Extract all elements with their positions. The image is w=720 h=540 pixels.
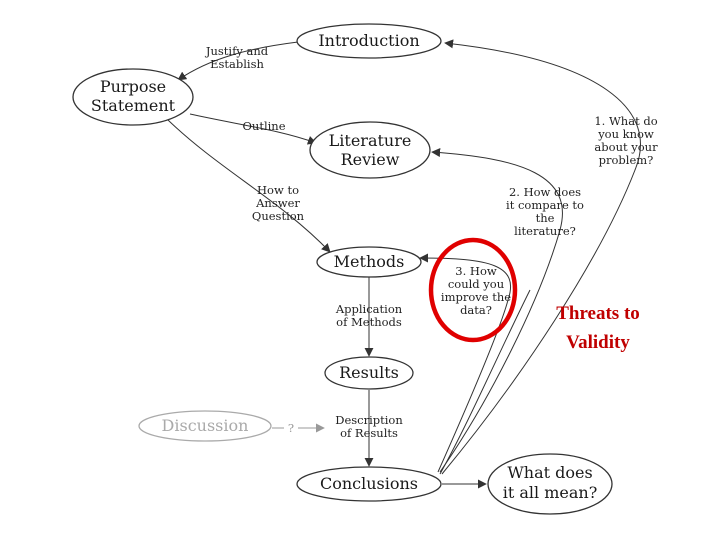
label-question-mark: ? <box>288 421 294 435</box>
label-q2-line-4: literature? <box>514 224 576 238</box>
node-methods-label: Methods <box>334 252 405 271</box>
node-purpose-label-2: Statement <box>91 96 176 115</box>
label-q3-line-2: could you <box>448 277 504 291</box>
label-outline: Outline <box>242 119 285 133</box>
node-literature-review: Literature Review <box>309 121 431 179</box>
label-application-line-2: of Methods <box>336 315 402 329</box>
node-introduction-label: Introduction <box>318 31 419 50</box>
label-q2-line-1: 2. How does <box>509 185 581 199</box>
label-how-to-answer-question: How to Answer Question <box>252 183 305 223</box>
callout-threats-to-validity: Threats to Validity <box>556 303 640 353</box>
node-purpose-statement: Purpose Statement <box>72 68 194 126</box>
node-conclusions-label: Conclusions <box>320 474 418 493</box>
label-q1-line-1: 1. What do <box>594 114 657 128</box>
label-q1-line-2: you know <box>597 127 654 141</box>
node-what-does-it-all-mean: What does it all mean? <box>487 453 613 515</box>
label-question-2: 2. How does it compare to the literature… <box>506 185 584 238</box>
label-description-of-results: Description of Results <box>335 413 403 440</box>
label-how-line-3: Question <box>252 209 305 223</box>
label-justify-line-2: Establish <box>210 57 264 71</box>
edge-conclusions-to-introduction <box>441 39 641 475</box>
node-methods: Methods <box>316 246 422 278</box>
label-how-line-2: Answer <box>255 196 300 210</box>
edge-purpose-to-methods <box>167 119 331 253</box>
node-literature-label-1: Literature <box>329 131 412 150</box>
label-question-3: 3. How could you improve the data? <box>441 264 511 317</box>
label-application-of-methods: Application of Methods <box>335 302 403 329</box>
node-discussion-label: Discussion <box>162 416 249 435</box>
label-q3-line-3: improve the <box>441 290 511 304</box>
callout-line-1: Threats to <box>556 303 640 324</box>
callout-line-2: Validity <box>566 332 630 353</box>
label-justify-and-establish: Justify and Establish <box>205 44 269 71</box>
node-results: Results <box>324 356 414 390</box>
edge-introduction-to-purpose <box>177 41 299 81</box>
label-q2-line-2: it compare to <box>506 198 584 212</box>
label-q3-line-4: data? <box>460 303 492 317</box>
label-q3-line-1: 3. How <box>455 264 497 278</box>
edge-fan-line <box>439 289 531 475</box>
node-discussion: Discussion <box>138 410 272 442</box>
label-how-line-1: How to <box>257 183 299 197</box>
node-literature-label-2: Review <box>341 150 400 169</box>
label-justify-line-1: Justify and <box>205 44 269 58</box>
node-conclusions: Conclusions <box>296 466 442 502</box>
label-q1-line-4: problem? <box>599 153 654 167</box>
edge-conclusions-to-methods <box>419 253 512 473</box>
label-description-line-2: of Results <box>340 426 398 440</box>
label-question-1: 1. What do you know about your problem? <box>594 114 658 167</box>
node-results-label: Results <box>339 363 399 382</box>
label-description-line-1: Description <box>335 413 403 427</box>
node-purpose-label-1: Purpose <box>100 77 166 96</box>
node-introduction: Introduction <box>296 23 442 59</box>
node-meaning-label-2: it all mean? <box>503 483 598 502</box>
label-application-line-1: Application <box>335 302 403 316</box>
highlight-circle <box>428 237 518 343</box>
node-meaning-label-1: What does <box>507 463 592 482</box>
edge-conclusions-to-literature <box>431 148 563 473</box>
edge-purpose-to-literature <box>189 113 317 145</box>
label-q2-line-3: the <box>536 211 555 225</box>
label-q1-line-3: about your <box>594 140 658 154</box>
